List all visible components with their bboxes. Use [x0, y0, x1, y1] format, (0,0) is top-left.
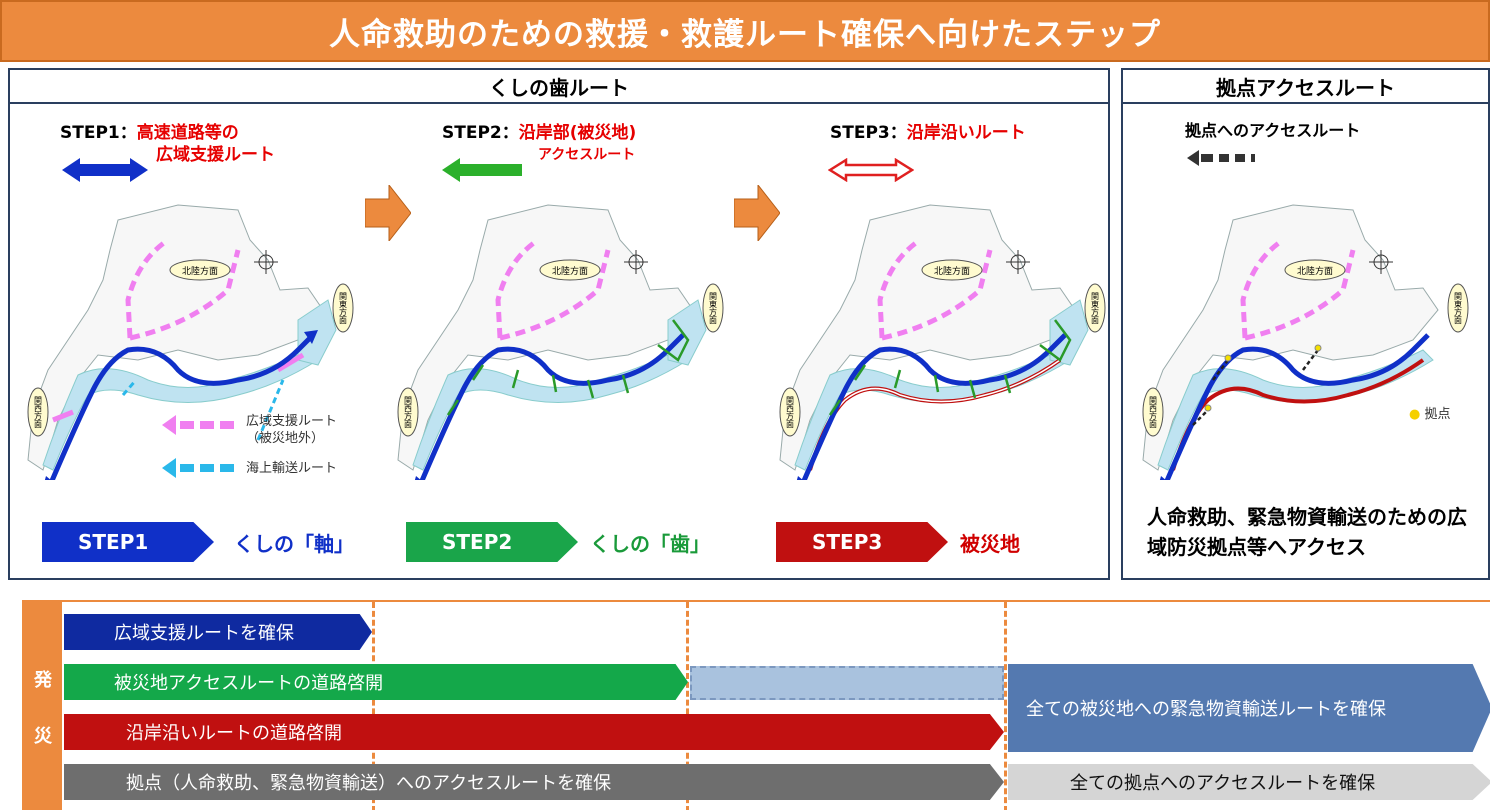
base-access-legend-arrow-icon	[1187, 150, 1255, 166]
svg-text:関東方面: 関東方面	[339, 292, 348, 325]
base-access-heading: 拠点アクセスルート	[1123, 70, 1488, 104]
page-title: 人命救助のための救援・救護ルート確保へ向けたステップ	[0, 0, 1490, 62]
svg-text:関西方面: 関西方面	[786, 396, 795, 429]
timeline-bar-coastal: 沿岸沿いルートの道路啓開	[64, 714, 1004, 750]
base-legend: ● 拠点	[1409, 407, 1451, 422]
base-access-legend-label: 拠点へのアクセスルート	[1185, 121, 1361, 140]
step2-title: STEP2：沿岸部(被災地) アクセスルート	[442, 123, 637, 163]
kushi-route-panel: くしの歯ルート STEP1：高速道路等の 広域支援ルート STEP2：沿岸部(被…	[8, 68, 1110, 580]
wide-area-legend-arrow-icon	[162, 415, 234, 435]
result-bar-base-access: 全ての拠点へのアクセスルートを確保	[1008, 764, 1490, 800]
step3-caption: 被災地	[960, 532, 1020, 556]
svg-text:関西方面: 関西方面	[34, 396, 43, 429]
step3-title: STEP3：沿岸沿いルート	[830, 123, 1026, 143]
timeline-bar-pending	[690, 666, 1004, 700]
svg-text:関西方面: 関西方面	[1149, 396, 1158, 429]
hassai-label: 発 災	[24, 602, 62, 810]
timeline-bar-base-access: 拠点（人命救助、緊急物資輸送）へのアクセスルートを確保	[64, 764, 1004, 800]
step2-caption: くしの「歯」	[590, 532, 710, 556]
step1-caption: くしの「軸」	[234, 532, 354, 556]
step3-hollow-double-arrow-icon	[828, 158, 914, 182]
step3-map: 北陸方面 関東方面 関西方面	[779, 204, 1106, 480]
step2-map: 北陸方面 関東方面 関西方面	[397, 204, 724, 480]
hokuriku-label-1: 北陸方面	[182, 265, 218, 277]
svg-text:北陸方面: 北陸方面	[934, 265, 970, 277]
step2-pill: STEP2	[406, 522, 578, 562]
result-bar-supply-route: 全ての被災地への緊急物資輸送ルートを確保	[1008, 664, 1490, 752]
step1-pill: STEP1	[42, 522, 214, 562]
timeline: 発 災 広域支援ルートを確保 被災地アクセスルートの道路啓開 沿岸沿いルートの道…	[22, 600, 1490, 810]
wide-area-legend-label: 広域支援ルート （被災地外）	[246, 414, 338, 446]
base-access-panel: 拠点アクセスルート 拠点へのアクセスルート 北陸方面 関東方面 関西方面 ● 拠…	[1121, 68, 1490, 580]
step3-pill: STEP3	[776, 522, 948, 562]
base-access-description: 人命救助、緊急物資輸送のための広域防災拠点等へアクセス	[1147, 505, 1467, 559]
step1-map: 北陸方面 関東方面 関西方面	[27, 204, 354, 480]
svg-text:関東方面: 関東方面	[1454, 292, 1463, 325]
svg-text:北陸方面: 北陸方面	[552, 265, 588, 277]
kushi-route-heading: くしの歯ルート	[10, 70, 1108, 104]
svg-text:関西方面: 関西方面	[404, 396, 413, 429]
proceed-arrow-icon-2	[734, 185, 780, 241]
sea-route-legend-arrow-icon	[162, 458, 234, 478]
sea-route-legend-label: 海上輸送ルート	[246, 461, 338, 476]
timeline-bar-disaster-access: 被災地アクセスルートの道路啓開	[64, 664, 688, 700]
step2-left-arrow-icon	[442, 158, 522, 182]
proceed-arrow-icon-1	[365, 185, 411, 241]
svg-text:北陸方面: 北陸方面	[1297, 265, 1333, 277]
svg-text:関東方面: 関東方面	[709, 292, 718, 325]
svg-text:関東方面: 関東方面	[1091, 292, 1100, 325]
timeline-bar-wide-area: 広域支援ルートを確保	[64, 614, 372, 650]
base-access-map: 北陸方面 関東方面 関西方面	[1142, 204, 1469, 480]
step1-title: STEP1：高速道路等の 広域支援ルート	[60, 123, 275, 165]
step1-double-arrow-icon	[62, 158, 148, 182]
